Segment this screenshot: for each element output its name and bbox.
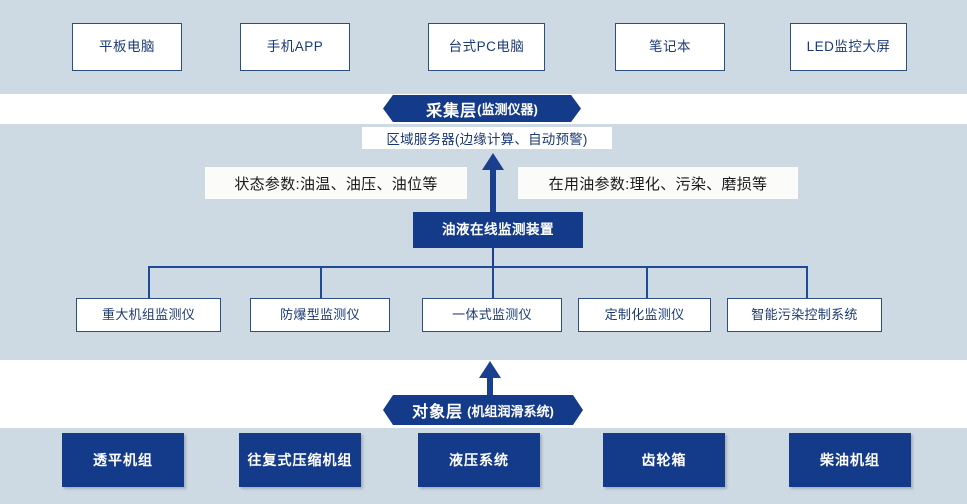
tree-branch-line-5 [806, 266, 808, 299]
instrument-label: 防爆型监测仪 [280, 306, 360, 322]
instrument-label: 定制化监测仪 [604, 306, 685, 322]
instrument-label: 智能污染控制系统 [751, 306, 858, 322]
object-label: 齿轮箱 [641, 451, 687, 468]
acquisition-banner-title: 采集层 [426, 102, 478, 120]
object-label: 柴油机组 [820, 451, 880, 468]
regional-server-text: 区域服务器(边缘计算、自动预警) [386, 132, 588, 147]
terminal-label: 平板电脑 [99, 39, 155, 55]
instrument-box-smart-contamination-control[interactable]: 智能污染控制系统 [727, 298, 882, 332]
object-label: 透平机组 [93, 451, 153, 468]
acquisition-banner-subtitle: (监测仪器) [477, 102, 538, 117]
tree-branch-line-1 [148, 266, 150, 299]
object-layer-banner: 对象层 (机组润滑系统) [383, 395, 583, 425]
terminal-box-desktop-pc[interactable]: 台式PC电脑 [428, 23, 545, 71]
oil-online-monitoring-device-box[interactable]: 油液在线监测装置 [413, 212, 583, 248]
instrument-box-customized-monitor[interactable]: 定制化监测仪 [578, 298, 711, 332]
instrument-label: 重大机组监测仪 [101, 306, 196, 322]
terminal-label: 笔记本 [649, 39, 691, 55]
tree-branch-line-2 [320, 266, 322, 299]
terminal-label: LED监控大屏 [806, 39, 891, 55]
regional-server-label: 区域服务器(边缘计算、自动预警) [362, 127, 612, 149]
terminal-label: 台式PC电脑 [448, 39, 525, 55]
object-banner-title: 对象层 [412, 404, 464, 421]
object-box-hydraulic-system[interactable]: 液压系统 [418, 433, 540, 487]
terminal-box-tablet[interactable]: 平板电脑 [72, 23, 182, 71]
upward-arrow-head-object-to-device [479, 361, 501, 378]
status-parameters-label: 状态参数:油温、油压、油位等 [205, 167, 467, 199]
oil-parameters-label: 在用油参数:理化、污染、磨损等 [518, 167, 798, 199]
upward-arrow-shaft-object-to-device [487, 378, 493, 404]
terminal-box-mobile-app[interactable]: 手机APP [240, 23, 350, 71]
tree-branch-line-3 [492, 266, 494, 299]
object-banner-subtitle: (机组润滑系统) [467, 403, 554, 419]
instrument-label: 一体式监测仪 [452, 306, 532, 322]
terminal-box-laptop[interactable]: 笔记本 [615, 23, 725, 71]
upward-arrow-shaft-device-to-server [490, 170, 496, 213]
upward-arrow-head-device-to-server [482, 153, 504, 170]
device-label: 油液在线监测装置 [442, 222, 554, 238]
tree-branch-line-4 [646, 266, 648, 299]
terminal-box-led-screen[interactable]: LED监控大屏 [790, 23, 907, 71]
tree-bus-line [148, 266, 807, 268]
object-box-reciprocating-compressor[interactable]: 往复式压缩机组 [239, 433, 361, 487]
instrument-box-integrated-monitor[interactable]: 一体式监测仪 [422, 298, 562, 332]
oil-parameters-text: 在用油参数:理化、污染、磨损等 [548, 175, 768, 193]
instrument-box-explosion-proof-monitor[interactable]: 防爆型监测仪 [250, 298, 390, 332]
status-parameters-text: 状态参数:油温、油压、油位等 [234, 175, 438, 193]
object-box-diesel-unit[interactable]: 柴油机组 [789, 433, 911, 487]
object-label: 液压系统 [449, 451, 509, 468]
terminal-label: 手机APP [266, 39, 324, 55]
acquisition-layer-banner: 采集层 (监测仪器) [383, 95, 581, 122]
tree-trunk-line [492, 248, 495, 267]
object-label: 往复式压缩机组 [247, 451, 353, 468]
object-box-turbine-unit[interactable]: 透平机组 [62, 433, 184, 487]
object-box-gearbox[interactable]: 齿轮箱 [603, 433, 725, 487]
instrument-box-major-unit-monitor[interactable]: 重大机组监测仪 [76, 298, 221, 332]
